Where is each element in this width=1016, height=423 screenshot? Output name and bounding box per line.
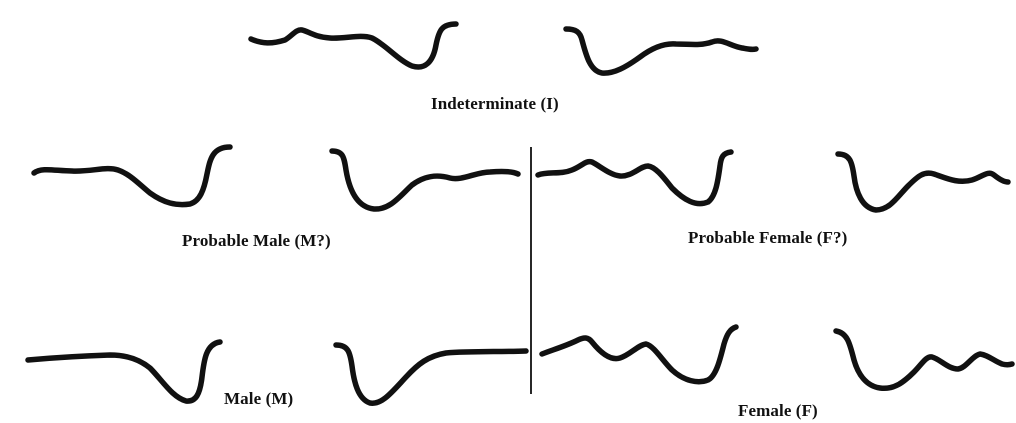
probable-female-right-notch [835, 151, 1011, 213]
probable-female-group [535, 149, 1011, 213]
indeterminate-right-notch [563, 26, 759, 76]
male-label: Male (M) [224, 389, 294, 408]
male-right-notch [333, 342, 529, 406]
indeterminate-label: Indeterminate (I) [431, 94, 559, 113]
male-group [25, 339, 529, 406]
probable-male-label: Probable Male (M?) [182, 231, 331, 250]
indeterminate-group [248, 21, 759, 76]
male-left-notch [25, 339, 223, 404]
probable-female-left-notch [535, 149, 734, 207]
probable-male-left-notch [31, 144, 233, 208]
female-left-notch [539, 324, 739, 385]
indeterminate-left-notch [248, 21, 459, 70]
probable-male-group [31, 144, 521, 212]
probable-male-right-notch [329, 148, 521, 212]
probable-female-label: Probable Female (F?) [688, 228, 848, 247]
female-right-notch [833, 328, 1015, 392]
female-group [539, 324, 1015, 392]
female-label: Female (F) [738, 401, 818, 420]
